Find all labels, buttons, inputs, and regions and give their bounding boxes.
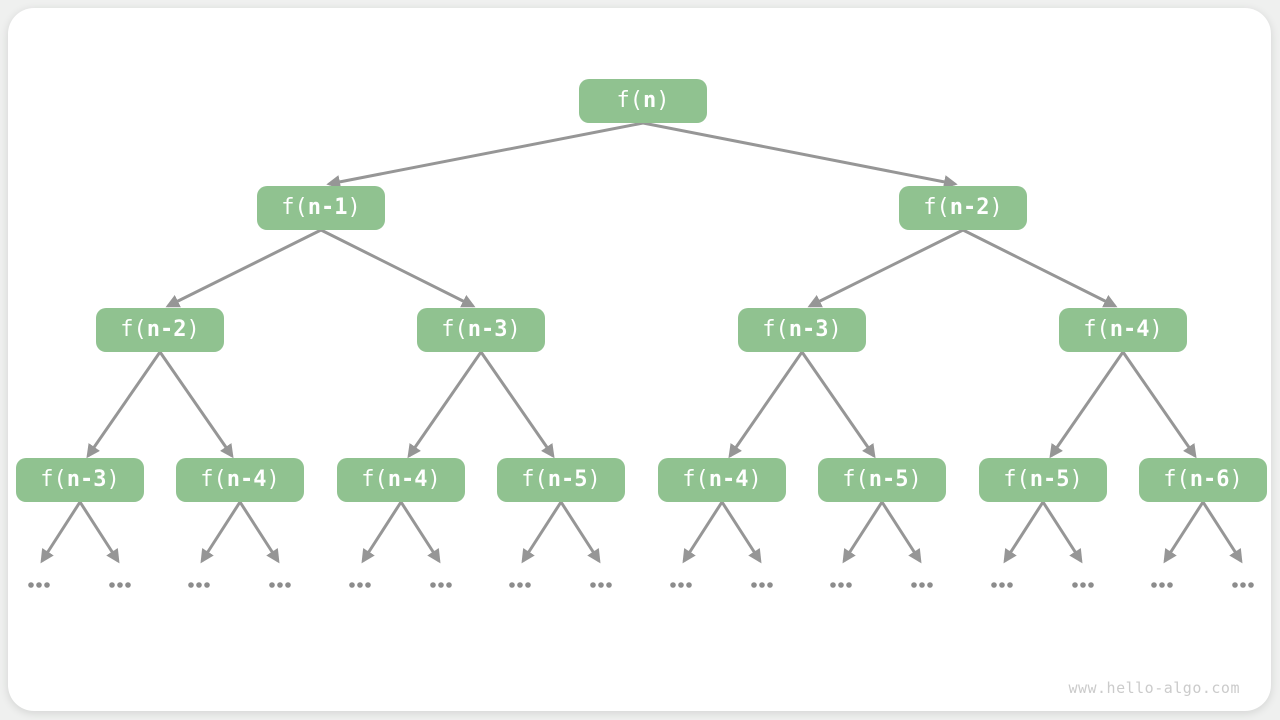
edge-arrow: [880, 501, 922, 564]
ellipsis-dot: [28, 582, 34, 588]
ellipsis-dot: [285, 582, 291, 588]
edge-arrow: [40, 501, 82, 564]
ellipsis: [1232, 582, 1254, 588]
edge-arrow: [800, 351, 876, 459]
ellipsis-dot: [277, 582, 283, 588]
ellipsis: [430, 582, 452, 588]
ellipsis-dot: [751, 582, 757, 588]
ellipsis: [1072, 582, 1094, 588]
ellipsis-dot: [204, 582, 210, 588]
ellipsis: [28, 582, 50, 588]
ellipsis: [1151, 582, 1173, 588]
ellipsis-dot: [430, 582, 436, 588]
edge-arrow: [842, 501, 884, 564]
ellipsis: [109, 582, 131, 588]
ellipsis-dot: [830, 582, 836, 588]
ellipsis-dot: [999, 582, 1005, 588]
ellipsis-dot: [517, 582, 523, 588]
ellipsis-dot: [196, 582, 202, 588]
ellipsis-dot: [1167, 582, 1173, 588]
edge-arrow: [807, 228, 964, 308]
ellipsis-dot: [846, 582, 852, 588]
ellipsis: [670, 582, 692, 588]
ellipsis-dot: [525, 582, 531, 588]
ellipsis-dot: [598, 582, 604, 588]
ellipsis-dot: [1007, 582, 1013, 588]
ellipsis-dot: [188, 582, 194, 588]
ellipsis-dot: [590, 582, 596, 588]
ellipsis: [188, 582, 210, 588]
edge-arrow: [326, 121, 644, 189]
ellipsis-dot: [1240, 582, 1246, 588]
edge-arrow: [1163, 501, 1205, 564]
edge-arrow: [1003, 501, 1045, 564]
ellipsis: [509, 582, 531, 588]
edge-arrow: [1121, 351, 1197, 459]
edge-arrow: [962, 228, 1118, 308]
ellipsis-dot: [1232, 582, 1238, 588]
edge-arrow: [1201, 501, 1243, 564]
edge-arrow: [682, 501, 724, 564]
edge-arrow: [238, 501, 280, 564]
ellipsis-dot: [919, 582, 925, 588]
ellipsis-dot: [678, 582, 684, 588]
ellipsis-dot: [991, 582, 997, 588]
ellipsis-dot: [1151, 582, 1157, 588]
ellipsis-dot: [357, 582, 363, 588]
edge-arrow: [78, 501, 120, 564]
ellipsis-dot: [509, 582, 515, 588]
ellipsis-dot: [349, 582, 355, 588]
edge-arrow: [728, 351, 804, 459]
ellipsis-dot: [365, 582, 371, 588]
ellipsis-dot: [759, 582, 765, 588]
edge-arrow: [320, 228, 476, 308]
ellipsis: [830, 582, 852, 588]
edge-arrow: [720, 501, 762, 564]
edge-arrow: [1041, 501, 1083, 564]
ellipsis-dot: [269, 582, 275, 588]
edge-arrow: [479, 351, 555, 459]
ellipsis: [590, 582, 612, 588]
edge-arrow: [399, 501, 441, 564]
edge-arrow: [165, 228, 322, 308]
edge-arrow: [200, 501, 242, 564]
ellipsis-dot: [446, 582, 452, 588]
ellipsis-dot: [1080, 582, 1086, 588]
edge-arrow: [407, 351, 483, 459]
ellipsis: [751, 582, 773, 588]
ellipsis-dot: [1159, 582, 1165, 588]
ellipsis-dot: [838, 582, 844, 588]
ellipsis-dot: [606, 582, 612, 588]
edge-arrow: [642, 121, 958, 189]
watermark: www.hello-algo.com: [1068, 679, 1240, 697]
ellipsis-dot: [125, 582, 131, 588]
ellipsis-dot: [109, 582, 115, 588]
ellipsis: [349, 582, 371, 588]
ellipsis-dot: [44, 582, 50, 588]
ellipsis-dot: [767, 582, 773, 588]
ellipsis-dot: [117, 582, 123, 588]
ellipsis-dot: [686, 582, 692, 588]
ellipsis-dot: [438, 582, 444, 588]
ellipsis-dot: [36, 582, 42, 588]
edge-arrow: [158, 351, 234, 459]
ellipsis-dot: [927, 582, 933, 588]
edge-arrow: [559, 501, 601, 564]
edge-arrow: [1049, 351, 1125, 459]
ellipsis-dot: [670, 582, 676, 588]
edge-arrow: [86, 351, 162, 459]
ellipsis-dot: [1072, 582, 1078, 588]
edge-arrow: [521, 501, 563, 564]
ellipsis-dot: [911, 582, 917, 588]
ellipsis: [991, 582, 1013, 588]
ellipsis-dot: [1088, 582, 1094, 588]
ellipsis: [911, 582, 933, 588]
edge-arrow: [361, 501, 403, 564]
ellipsis-dot: [1248, 582, 1254, 588]
ellipsis: [269, 582, 291, 588]
